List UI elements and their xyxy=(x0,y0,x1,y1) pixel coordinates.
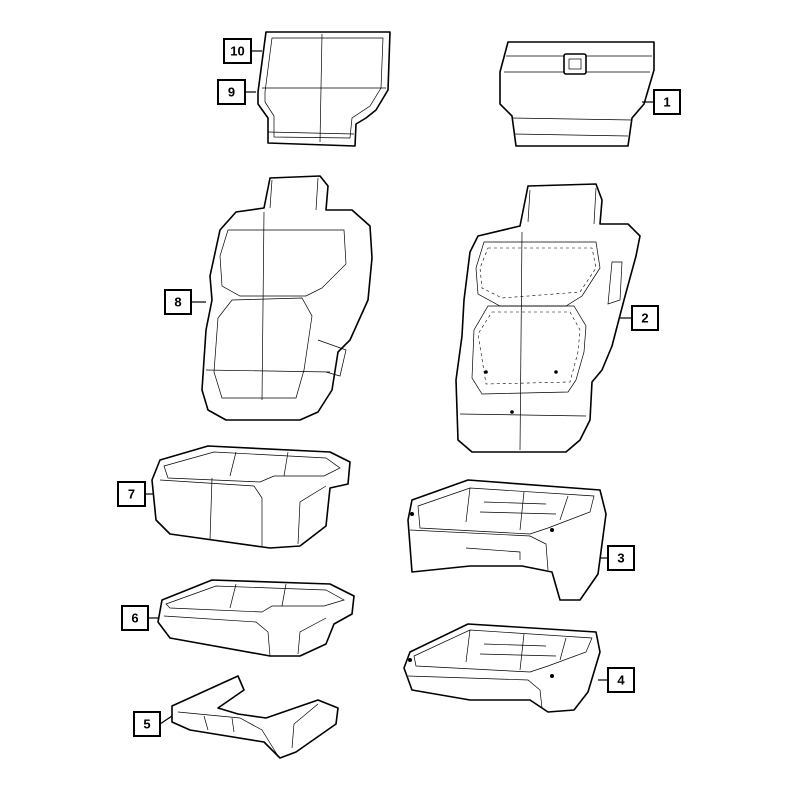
leader-5 xyxy=(159,715,173,725)
callout-3: 3 xyxy=(607,545,635,571)
callout-4-label: 4 xyxy=(617,673,625,688)
callout-5: 5 xyxy=(133,711,161,737)
callout-9-label: 9 xyxy=(228,85,235,100)
callout-1-label: 1 xyxy=(663,95,670,110)
callout-10: 10 xyxy=(223,38,252,64)
callout-2-label: 2 xyxy=(641,311,648,326)
seatback-cover-part xyxy=(201,175,373,421)
callout-10-label: 10 xyxy=(230,44,244,59)
seat-cushion-frame-part xyxy=(407,479,607,601)
callout-5-label: 5 xyxy=(143,717,150,732)
callout-8-label: 8 xyxy=(174,295,181,310)
callout-8: 8 xyxy=(164,289,192,315)
seat-cushion-lower-part xyxy=(403,623,601,713)
callout-7: 7 xyxy=(117,481,146,507)
callout-4: 4 xyxy=(607,667,635,693)
callout-2: 2 xyxy=(631,305,659,331)
callout-7-label: 7 xyxy=(128,487,135,502)
callout-1: 1 xyxy=(653,89,681,115)
seat-trim-bezel-part xyxy=(171,675,339,759)
callout-9: 9 xyxy=(217,79,246,105)
seatback-frame-part xyxy=(455,183,641,453)
seatback-rear-panel-part xyxy=(257,31,391,147)
callout-3-label: 3 xyxy=(617,551,624,566)
upper-back-pad-part xyxy=(499,41,655,147)
seat-cushion-pad-part xyxy=(157,579,355,657)
callout-6: 6 xyxy=(121,605,149,631)
callout-6-label: 6 xyxy=(131,611,138,626)
leader-lines xyxy=(145,50,654,725)
seat-cushion-cover-part xyxy=(151,445,351,549)
